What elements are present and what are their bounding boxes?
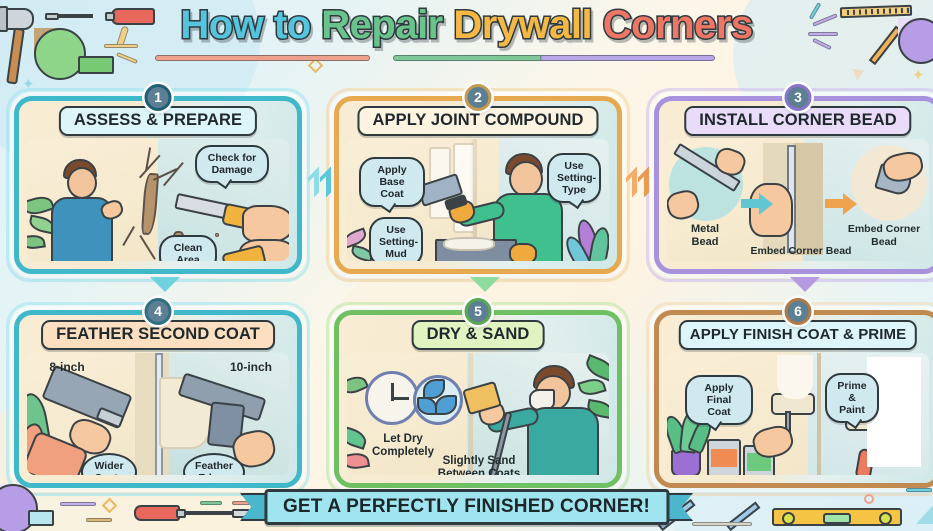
footer-ribbon: GET A PERFECTLY FINISHED CORNER! <box>239 489 694 525</box>
panel-illustration: Apply Base Coat Use Setting- Type Use Se… <box>347 139 609 261</box>
label-slightly-sand: Slightly Sand Between Coats <box>437 455 521 475</box>
callout-apply-final-coat: Apply Final Coat <box>685 375 753 425</box>
step-6-badge: 6 <box>784 298 812 325</box>
label-metal-bead: Metal Bead <box>690 223 720 248</box>
person-head <box>67 167 97 199</box>
panel-illustration: Let Dry Completely Slightly Sand Between… <box>347 353 609 475</box>
step-panel-3[interactable]: Metal Bead Embed Corner Bead Embed Corne… <box>646 84 933 282</box>
callout-check-damage: Check for Damage <box>195 145 269 183</box>
label-embed-corner-bead: Embed Corner Bead <box>750 245 852 257</box>
flow-arrow-down-mid <box>470 277 500 292</box>
level-vial <box>823 513 851 524</box>
panel-illustration: 8-inch 10-inch Wider Coats Feather Edges <box>27 353 289 475</box>
callout-prime-and-paint: Prime & Paint <box>825 373 879 423</box>
step-2-badge: 2 <box>464 84 492 111</box>
decor-triangle <box>916 500 933 524</box>
flow-arrow <box>825 193 859 215</box>
sparkle-icon: ✦ <box>912 67 925 84</box>
decor-dash <box>692 522 752 526</box>
panel-frame: Let Dry Completely Slightly Sand Between… <box>334 310 622 488</box>
step-5-badge: 5 <box>464 298 492 325</box>
decor-diamond <box>101 497 118 514</box>
panel-illustration: Metal Bead Embed Corner Bead Embed Corne… <box>667 139 929 261</box>
step-panel-4[interactable]: 8-inch 10-inch Wider Coats Feather Edges… <box>6 298 310 496</box>
panel-illustration: Check for Damage Clean Area <box>27 139 289 261</box>
wall-paint-streak <box>777 355 813 399</box>
decor-ring <box>864 494 874 504</box>
steps-grid: Check for Damage Clean Area ASSESS & PRE… <box>6 74 933 496</box>
title-underline <box>155 55 370 61</box>
level-icon <box>772 508 902 526</box>
callout-use-setting-mud: Use Setting- Mud <box>369 217 423 261</box>
person-head <box>509 161 543 197</box>
flow-chevrons-2-3 <box>626 166 649 204</box>
label-let-dry: Let Dry Completely <box>372 433 434 458</box>
decor-dash <box>104 44 138 48</box>
gloved-hand <box>509 243 537 261</box>
flow-chevrons-1-2 <box>308 166 331 204</box>
title-underline <box>540 55 715 61</box>
step-panel-2[interactable]: Apply Base Coat Use Setting- Type Use Se… <box>326 84 630 282</box>
callout-clean-area: Clean Area <box>159 235 217 261</box>
decor-dash <box>200 501 222 505</box>
label-10-inch: 10-inch <box>229 360 272 374</box>
decor-dash <box>60 502 96 506</box>
step-1-badge: 1 <box>144 84 172 111</box>
title-part-2: Repair <box>320 2 454 49</box>
worker-hand <box>242 205 289 243</box>
step-panel-6[interactable]: Apply Final Coat Prime & Paint APPLY FIN… <box>646 298 933 496</box>
step-4-badge: 4 <box>144 298 172 325</box>
title-part-1: How to <box>179 2 322 49</box>
decor-dash <box>906 488 932 492</box>
panel-illustration: Apply Final Coat Prime & Paint <box>667 353 929 475</box>
flow-arrow-down-right <box>790 277 820 292</box>
page-title: How to Repair Drywall Corners <box>0 2 933 68</box>
callout-use-setting-type: Use Setting- Type <box>547 153 601 203</box>
callout-apply-base-coat: Apply Base Coat <box>359 157 425 207</box>
panel-frame: Apply Base Coat Use Setting- Type Use Se… <box>334 96 622 274</box>
decor-dash <box>86 518 112 522</box>
title-part-4: Corners <box>601 2 754 49</box>
decor-dash <box>808 32 838 36</box>
step-2-title: APPLY JOINT COMPOUND <box>357 106 599 136</box>
footer-text: GET A PERFECTLY FINISHED CORNER! <box>263 489 670 525</box>
screwdriver-icon <box>134 505 254 523</box>
step-3-badge: 3 <box>784 84 812 111</box>
person-body <box>527 407 599 475</box>
ribbon-tail-right <box>665 493 694 521</box>
flow-arrow-down-left <box>150 277 180 292</box>
flow-arrow <box>741 193 775 215</box>
step-panel-1[interactable]: Check for Damage Clean Area ASSESS & PRE… <box>6 84 310 282</box>
step-panel-5[interactable]: Let Dry Completely Slightly Sand Between… <box>326 298 630 496</box>
label-8-inch: 8-inch <box>49 360 85 374</box>
label-embed-corner-bead-2: Embed Corner Bead <box>847 223 921 248</box>
title-part-3: Drywall <box>452 2 603 49</box>
